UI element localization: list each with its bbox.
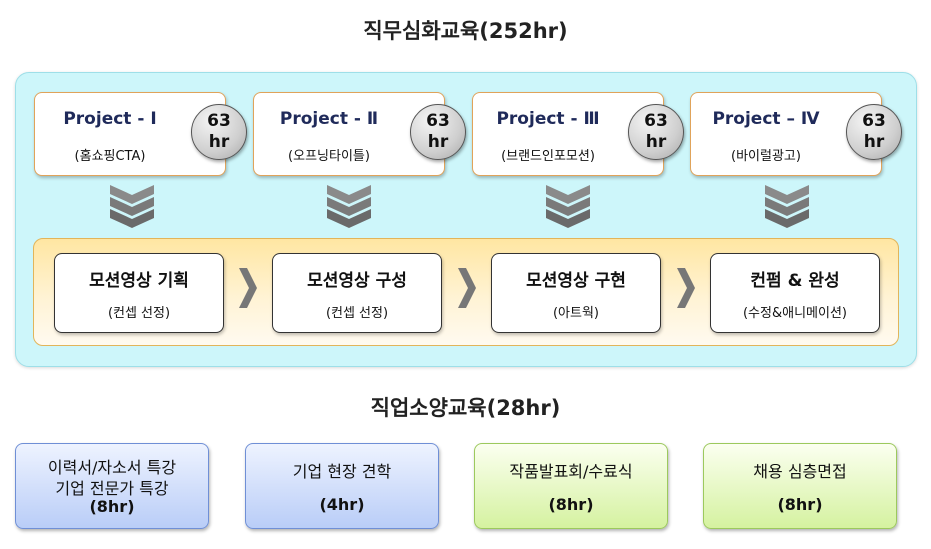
hours-unit: hr: [863, 132, 885, 152]
course-hours: (8hr): [89, 497, 135, 516]
step-card-2: 모션영상 구성 (컨셉 선정): [272, 253, 442, 333]
course-line: 기업 현장 견학: [292, 462, 392, 481]
hours-number: 63: [426, 111, 450, 131]
project-card-2: Project - Ⅱ (오프닝타이틀): [253, 92, 445, 176]
project-title: Project - Ⅰ: [63, 109, 157, 129]
step-card-3: 모션영상 구현 (아트웍): [491, 253, 661, 333]
step-subtitle: (컨셉 선정): [325, 306, 389, 321]
triple-chevron-down-icon: [765, 185, 809, 228]
project-title: Project - Ⅲ: [496, 109, 600, 129]
course-box-2: 기업 현장 견학 (4hr): [245, 443, 439, 529]
hours-badge-3: 63 hr: [628, 104, 684, 160]
hours-badge-2: 63 hr: [410, 104, 466, 160]
hours-number: 63: [644, 111, 668, 131]
step-subtitle: (아트웍): [552, 306, 600, 321]
triple-chevron-down-icon: [110, 185, 154, 228]
triple-chevron-down-icon: [546, 185, 590, 228]
step-title: 컨펌 & 완성: [750, 271, 840, 291]
course-line: 기업 전문가 특강: [55, 479, 169, 498]
step-subtitle: (수정&애니메이션): [742, 306, 847, 321]
project-subtitle: (오프닝타이틀): [288, 149, 370, 164]
job-training-title: 직무심화교육(252hr): [363, 19, 568, 43]
project-card-1: Project - Ⅰ (홈쇼핑CTA): [34, 92, 226, 176]
course-box-1: 이력서/자소서 특강 기업 전문가 특강 (8hr): [15, 443, 209, 529]
course-box-4: 채용 심층면접 (8hr): [703, 443, 897, 529]
step-card-1: 모션영상 기획 (컨셉 선정): [54, 253, 224, 333]
course-line: 이력서/자소서 특강: [47, 458, 177, 477]
hours-number: 63: [207, 111, 231, 131]
step-card-4: 컨펌 & 완성 (수정&애니메이션): [710, 253, 880, 333]
course-line: 작품발표회/수료식: [509, 462, 633, 481]
course-hours: (8hr): [777, 495, 823, 514]
chevron-right-icon: [677, 268, 695, 308]
course-hours: (8hr): [548, 495, 594, 514]
course-box-3: 작품발표회/수료식 (8hr): [474, 443, 668, 529]
project-card-4: Project – Ⅳ (바이럴광고): [690, 92, 882, 176]
project-subtitle: (홈쇼핑CTA): [74, 149, 146, 164]
chevron-right-icon: [458, 268, 476, 308]
vocational-training-title: 직업소양교육(28hr): [370, 396, 561, 420]
chevron-right-icon: [239, 268, 257, 308]
hours-unit: hr: [645, 132, 667, 152]
hours-badge-1: 63 hr: [191, 104, 247, 160]
course-line: 채용 심층면접: [753, 462, 847, 481]
project-card-3: Project - Ⅲ (브랜드인포모션): [472, 92, 664, 176]
step-title: 모션영상 구성: [307, 271, 407, 291]
hours-unit: hr: [208, 132, 230, 152]
course-hours: (4hr): [319, 495, 365, 514]
project-subtitle: (바이럴광고): [731, 149, 801, 164]
project-title: Project – Ⅳ: [712, 109, 820, 129]
project-title: Project - Ⅱ: [279, 109, 379, 129]
hours-unit: hr: [427, 132, 449, 152]
step-subtitle: (컨셉 선정): [107, 306, 171, 321]
step-title: 모션영상 기획: [89, 271, 189, 291]
project-subtitle: (브랜드인포모션): [501, 149, 595, 164]
step-title: 모션영상 구현: [526, 271, 626, 291]
hours-number: 63: [862, 111, 886, 131]
triple-chevron-down-icon: [327, 185, 371, 228]
hours-badge-4: 63 hr: [846, 104, 902, 160]
